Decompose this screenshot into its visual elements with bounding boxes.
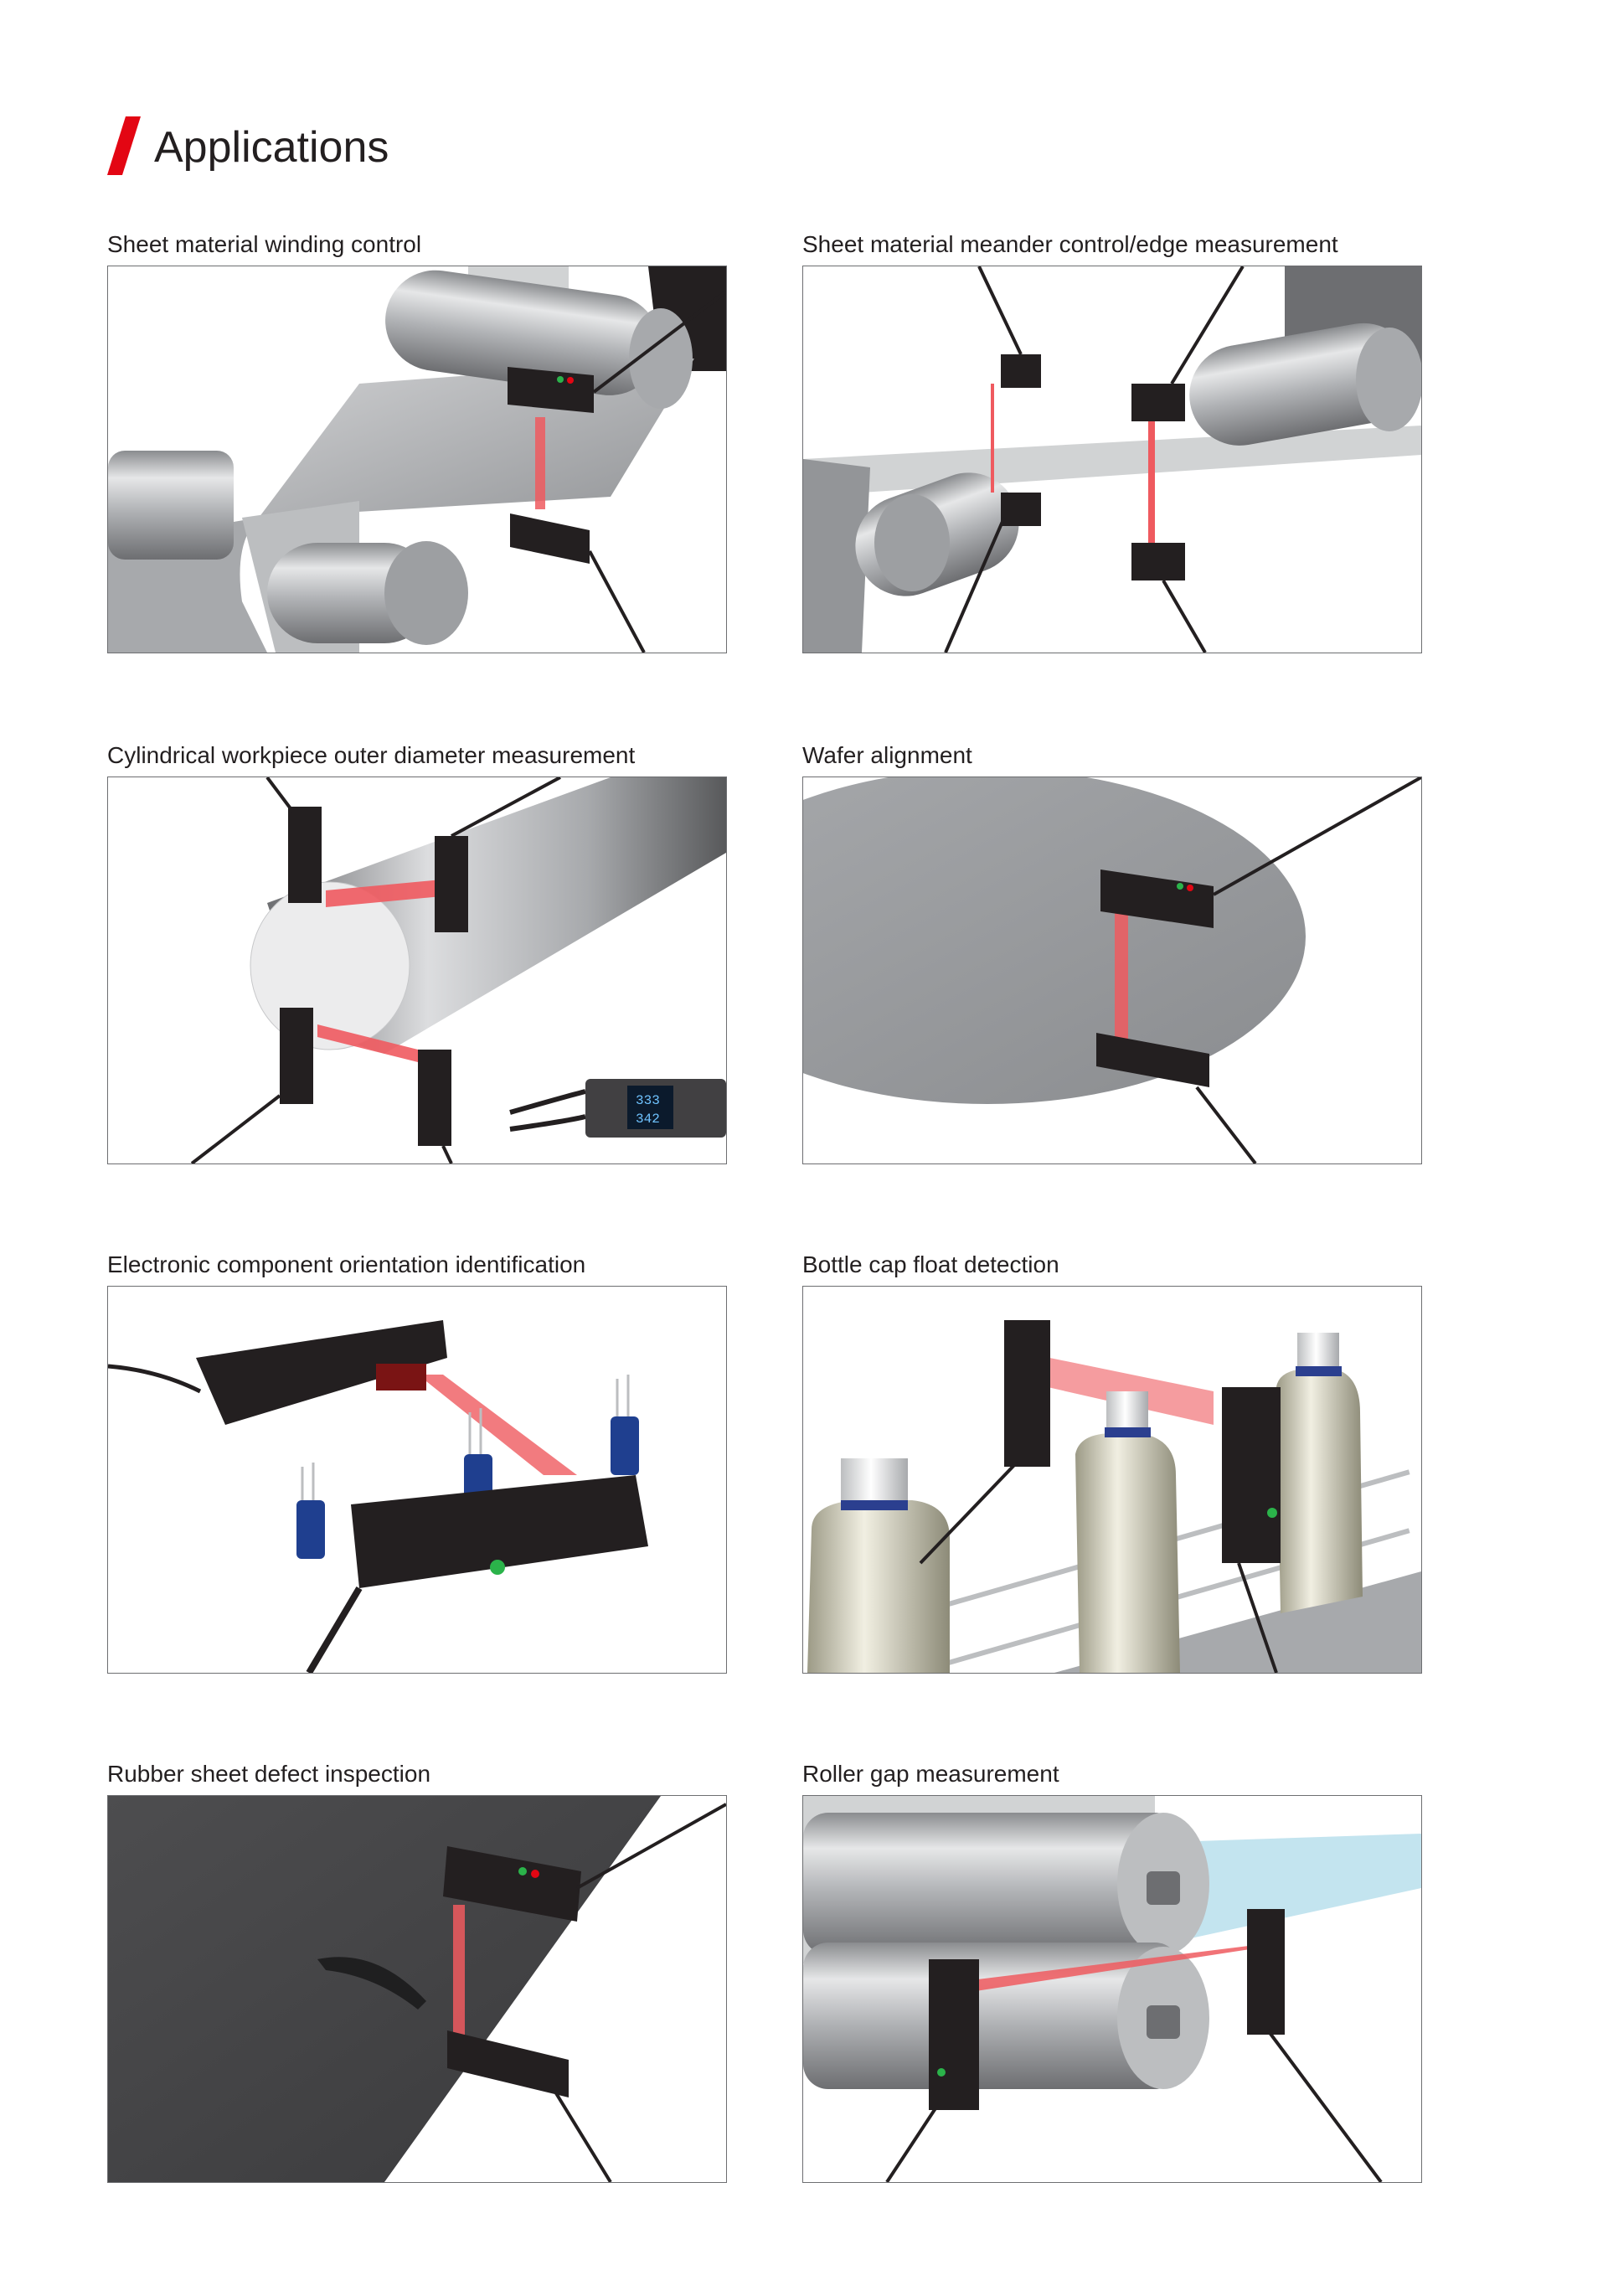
rubber-sheet-illustration: [107, 1795, 727, 2183]
application-caption: Roller gap measurement: [802, 1761, 1059, 1787]
component-orientation-illustration: [107, 1286, 727, 1674]
application-caption: Rubber sheet defect inspection: [107, 1761, 431, 1787]
page-title: Applications: [154, 123, 389, 172]
meander-control-illustration: [802, 266, 1422, 653]
application-caption: Sheet material winding control: [107, 231, 422, 257]
roller-gap-illustration: [802, 1795, 1422, 2183]
bottle-cap-illustration: [802, 1286, 1422, 1674]
application-caption: Wafer alignment: [802, 742, 972, 768]
application-caption: Electronic component orientation identif…: [107, 1251, 586, 1277]
application-caption: Bottle cap float detection: [802, 1251, 1059, 1277]
red-slash-icon: [107, 116, 141, 175]
application-caption: Cylindrical workpiece outer diameter mea…: [107, 742, 636, 768]
sheet-winding-illustration: [107, 266, 727, 653]
svg-text:342: 342: [636, 1112, 660, 1127]
svg-text:333: 333: [636, 1093, 660, 1108]
application-caption: Sheet material meander control/edge meas…: [802, 231, 1338, 257]
wafer-alignment-illustration: [802, 777, 1422, 1164]
cylinder-diameter-illustration: 333 342: [107, 777, 727, 1164]
